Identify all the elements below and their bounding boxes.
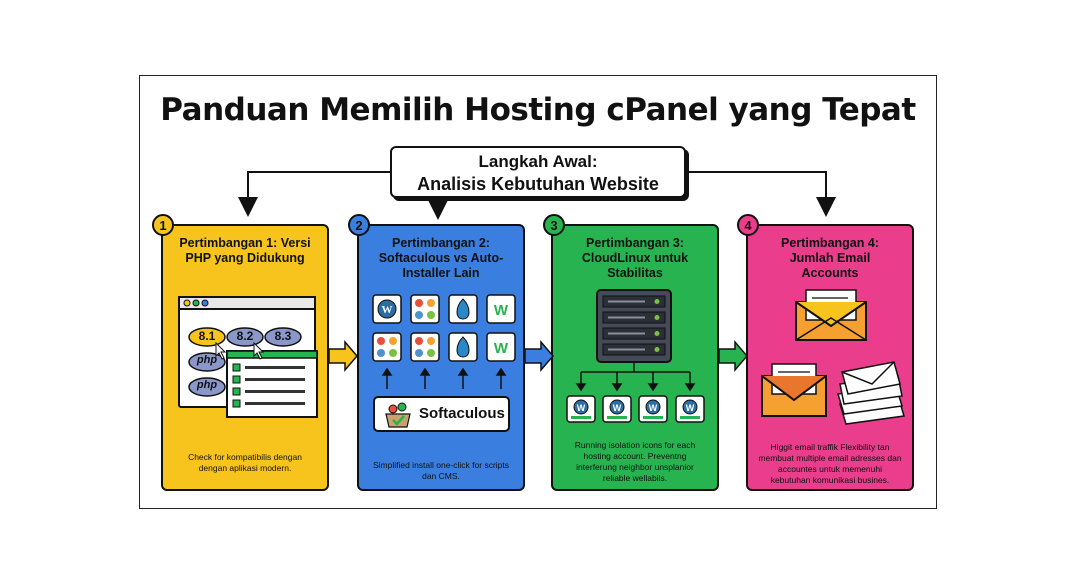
cursor-icon bbox=[253, 341, 265, 360]
arrow-right-icon bbox=[524, 339, 554, 373]
card-title: Pertimbangan 4: Jumlah Email Accounts bbox=[781, 236, 879, 280]
arrow-to-card-1 bbox=[238, 171, 390, 217]
wordpress-icon: W bbox=[675, 395, 705, 423]
wordpress-icon: W bbox=[638, 395, 668, 423]
arrow-right-icon bbox=[718, 339, 748, 373]
step-badge-4: 4 bbox=[737, 214, 759, 236]
card-description: Simplified install one-click for scripts… bbox=[372, 460, 510, 481]
wordpress-icon: W bbox=[566, 395, 596, 423]
wix-icon: W bbox=[486, 332, 516, 362]
drupal-icon bbox=[448, 294, 478, 324]
php-version-illustration bbox=[178, 296, 318, 418]
card-email-accounts: Pertimbangan 4: Jumlah Email Accounts Hi… bbox=[746, 224, 914, 491]
cms-icons-grid: W W W bbox=[372, 294, 516, 389]
svg-text:W: W bbox=[613, 403, 622, 413]
arrow-to-card-4 bbox=[686, 171, 836, 217]
card-title: Pertimbangan 2: Softaculous vs Auto-Inst… bbox=[378, 236, 504, 280]
cursor-icon bbox=[215, 341, 227, 360]
checklist-icon bbox=[226, 350, 318, 418]
svg-text:W: W bbox=[649, 403, 658, 413]
php-version-8-1: 8.1 bbox=[198, 329, 216, 343]
server-rack-icon bbox=[596, 289, 672, 363]
php-version-8-3: 8.3 bbox=[274, 329, 292, 343]
softaculous-installer: Softaculous bbox=[373, 396, 510, 432]
email-envelope-icon bbox=[795, 289, 867, 341]
php-logo-label: php bbox=[196, 354, 218, 366]
card-description: Higgit email traffik Flexibility tan mem… bbox=[758, 442, 902, 485]
wordpress-icon: W bbox=[372, 294, 402, 324]
joomla-icon bbox=[410, 332, 440, 362]
card-title: Pertimbangan 1: Versi PHP yang Didukung bbox=[179, 236, 311, 265]
step-badge-2: 2 bbox=[348, 214, 370, 236]
drupal-icon bbox=[448, 332, 478, 362]
joomla-icon bbox=[410, 294, 440, 324]
svg-text:W: W bbox=[577, 403, 586, 413]
card-description: Running isolation icons for each hosting… bbox=[574, 440, 696, 483]
start-subtitle: Analisis Kebutuhan Website bbox=[417, 174, 659, 194]
start-label: Langkah Awal: bbox=[478, 152, 598, 171]
page-title: Panduan Memilih Hosting cPanel yang Tepa… bbox=[160, 92, 916, 128]
wordpress-icon: W bbox=[602, 395, 632, 423]
php-version-8-2: 8.2 bbox=[236, 329, 254, 343]
card-description: Check for kompatibilis dengan dengan apl… bbox=[188, 452, 302, 473]
card-php-version: Pertimbangan 1: Versi PHP yang Didukung … bbox=[161, 224, 329, 491]
stacked-mail-icon bbox=[837, 361, 905, 425]
step-badge-1: 1 bbox=[152, 214, 174, 236]
wix-icon: W bbox=[486, 294, 516, 324]
start-box: Langkah Awal: Analisis Kebutuhan Website bbox=[390, 146, 686, 198]
joomla-icon bbox=[372, 332, 402, 362]
softaculous-box-icon bbox=[385, 402, 411, 428]
php-logo-label: php bbox=[196, 379, 218, 391]
svg-text:W: W bbox=[382, 304, 393, 316]
card-title: Pertimbangan 3: CloudLinux untuk Stabili… bbox=[581, 236, 689, 280]
arrow-right-icon bbox=[328, 339, 358, 373]
card-softaculous: Pertimbangan 2: Softaculous vs Auto-Inst… bbox=[357, 224, 525, 491]
email-illustration bbox=[761, 289, 905, 425]
svg-text:W: W bbox=[686, 403, 695, 413]
email-envelope-icon bbox=[761, 363, 827, 417]
svg-text:W: W bbox=[494, 340, 509, 357]
softaculous-label: Softaculous bbox=[419, 405, 505, 422]
server-isolation-illustration: W W W W bbox=[566, 289, 705, 423]
svg-text:W: W bbox=[494, 302, 509, 319]
step-badge-3: 3 bbox=[543, 214, 565, 236]
card-cloudlinux: Pertimbangan 3: CloudLinux untuk Stabili… bbox=[551, 224, 719, 491]
